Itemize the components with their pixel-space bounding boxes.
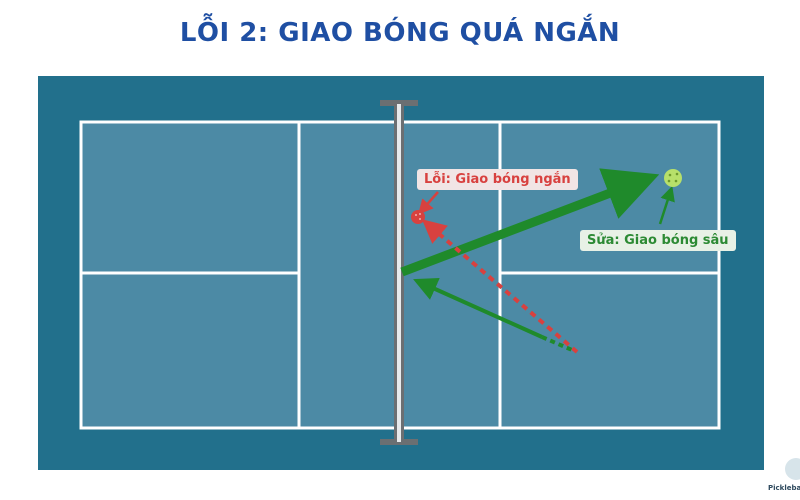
return-arrow [413, 277, 543, 339]
error-label: Lỗi: Giao bóng ngắn [417, 169, 578, 190]
fix-pointer [658, 185, 675, 225]
error-pointer [418, 191, 439, 215]
error-ball-icon [411, 210, 425, 224]
watermark: Pickleball [768, 484, 800, 492]
fix-label: Sửa: Giao bóng sâu [580, 230, 736, 251]
good-ball-icon [664, 169, 682, 187]
net-icon [380, 100, 418, 445]
page-title: LỖI 2: GIAO BÓNG QUÁ NGẮN [179, 18, 621, 48]
fix-serve-arrow [400, 168, 660, 277]
return-arrow-tail [541, 335, 573, 352]
logo-icon [785, 458, 800, 480]
